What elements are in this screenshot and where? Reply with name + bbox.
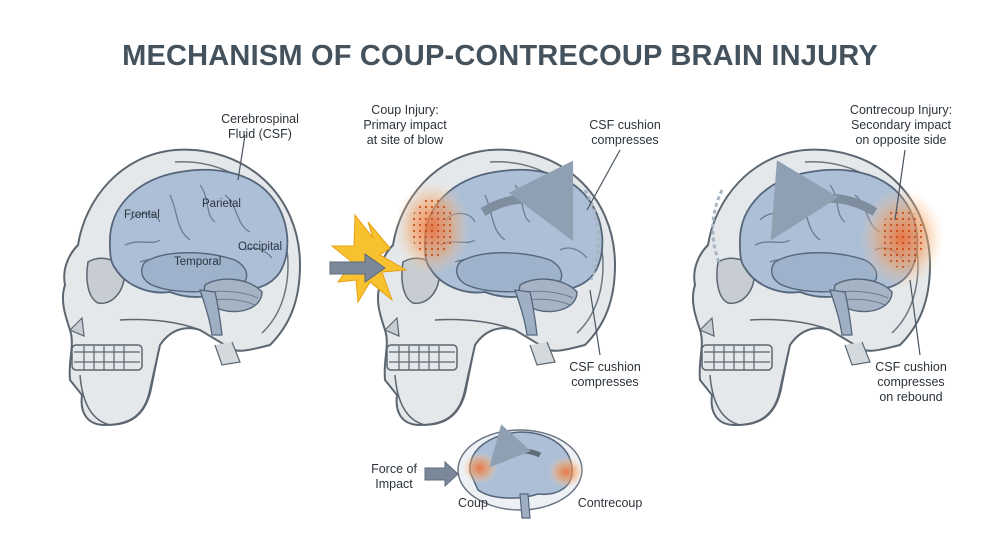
brain-motion-arrow [480, 160, 574, 242]
inset-diagram [424, 424, 584, 519]
impact-force-arrow [329, 253, 386, 283]
csf-bottom-label: CSF cushion compresses [569, 360, 641, 389]
panel-2-coup-head [376, 148, 621, 426]
inset-coup-label: Coup [458, 496, 488, 510]
lobe-temporal: Temporal [174, 256, 222, 268]
contrecoup-label: Contrecoup Injury: Secondary impact on o… [849, 103, 953, 147]
inset-coup-glow [462, 452, 498, 484]
panel-1-normal-head [61, 134, 302, 426]
inset-contrecoup-glow [548, 456, 584, 488]
panel-3-contrecoup-head [691, 148, 944, 426]
lobe-occipital: Occipital [238, 241, 283, 253]
inset-force-arrow [424, 460, 459, 488]
rebound-csf-arrow [711, 189, 724, 266]
csf-bottom-leader [589, 289, 601, 356]
rebound-leader [909, 279, 921, 356]
coup-contusion [411, 198, 455, 258]
rebound-motion-arrow [770, 160, 878, 241]
impact-indicator [329, 213, 408, 304]
lobe-parietal: Parietal [202, 198, 241, 210]
csf-rebound-label: CSF cushion compresses on rebound [875, 360, 947, 404]
contrecoup-leader [894, 149, 906, 221]
inset-contrecoup-label: Contrecoup [577, 496, 643, 510]
csf-top-label: CSF cushion compresses [589, 118, 661, 147]
csf-flow-arrow [583, 189, 600, 281]
csf-label: Cerebrospinal Fluid (CSF) [221, 112, 299, 141]
inset-brainstem [519, 493, 531, 519]
inset-motion-arrow [489, 424, 542, 468]
diagram-title: MECHANISM OF COUP-CONTRECOUP BRAIN INJUR… [122, 40, 878, 72]
csf-leader-line [237, 134, 246, 181]
contrecoup-contusion [880, 208, 924, 268]
lobe-frontal: Frontal [124, 209, 160, 221]
csf-top-leader [586, 149, 621, 211]
force-of-impact-label: Force of Impact [371, 462, 417, 491]
coup-label: Coup Injury: Primary impact at site of b… [363, 103, 447, 147]
